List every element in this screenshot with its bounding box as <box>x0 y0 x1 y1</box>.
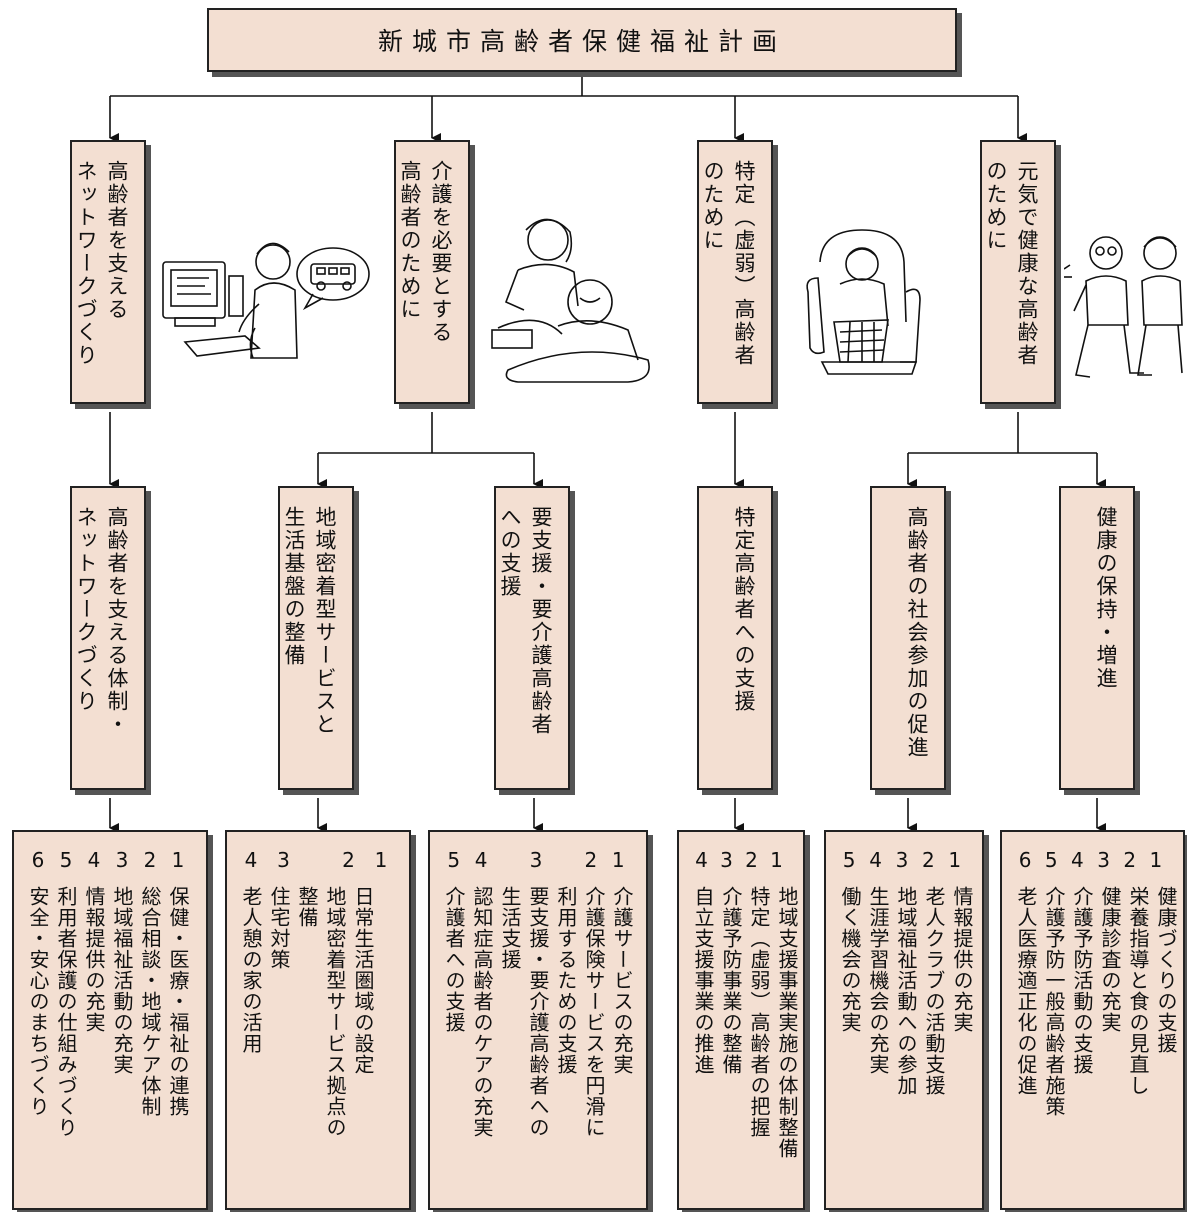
goal-care-needed: 介護を必要とする 高齢者のために <box>394 140 470 404</box>
policy-specified-elderly: 特定高齢者への支援 <box>697 486 773 790</box>
policy-community-services: 地域密着型サービスと 生活基盤の整備 <box>278 486 354 790</box>
elder-armchair-illustration <box>806 229 921 375</box>
policy-care-recipients: 要支援・要介護高齢者 への支援 <box>494 486 570 790</box>
measure-list: 保健・医療・福祉の連携 総合相談・地域ケア体制 地域福祉活動の充実 情報提供の充… <box>26 886 190 1138</box>
measure-list: 介護サービスの充実 介護保険サービスを円滑に 利用するための支援 要支援・要介護… <box>442 886 634 1138</box>
goal-frail-elderly: 特定（虚弱）高齢者 のために <box>697 140 773 404</box>
goal-network: 高齢者を支える ネットワークづくり <box>70 140 146 404</box>
walking-elders-illustration <box>1064 236 1183 378</box>
computer-operator-illustration <box>162 242 370 359</box>
measure-list: 地域支援事業実施の体制整備 特定（虚弱）高齢者の把握 介護予防事業の整備 自立支… <box>691 886 799 1159</box>
measure-list: 日常生活圏域の設定 地域密着型サービス拠点の 整備 住宅対策 老人憩の家の活用 <box>239 886 375 1138</box>
caregiver-elder-illustration <box>491 218 650 383</box>
goal-healthy-elderly: 元気で健康な高齢者 のために <box>980 140 1056 404</box>
policy-social-participation: 高齢者の社会参加の促進 <box>870 486 946 790</box>
measure-list: 情報提供の充実 老人クラブの活動支援 地域福祉活動への参加 生涯学習機会の充実 … <box>838 886 974 1096</box>
measure-list: 健康づくりの支援 栄養指導と食の見直し 健康診査の充実 介護予防活動の支援 介護… <box>1014 886 1178 1117</box>
policy-health-maintenance: 健康の保持・増進 <box>1059 486 1135 790</box>
policy-support-system: 高齢者を支える体制・ ネットワークづくり <box>70 486 146 790</box>
plan-title: 新城市高齢者保健福祉計画 <box>207 8 957 72</box>
